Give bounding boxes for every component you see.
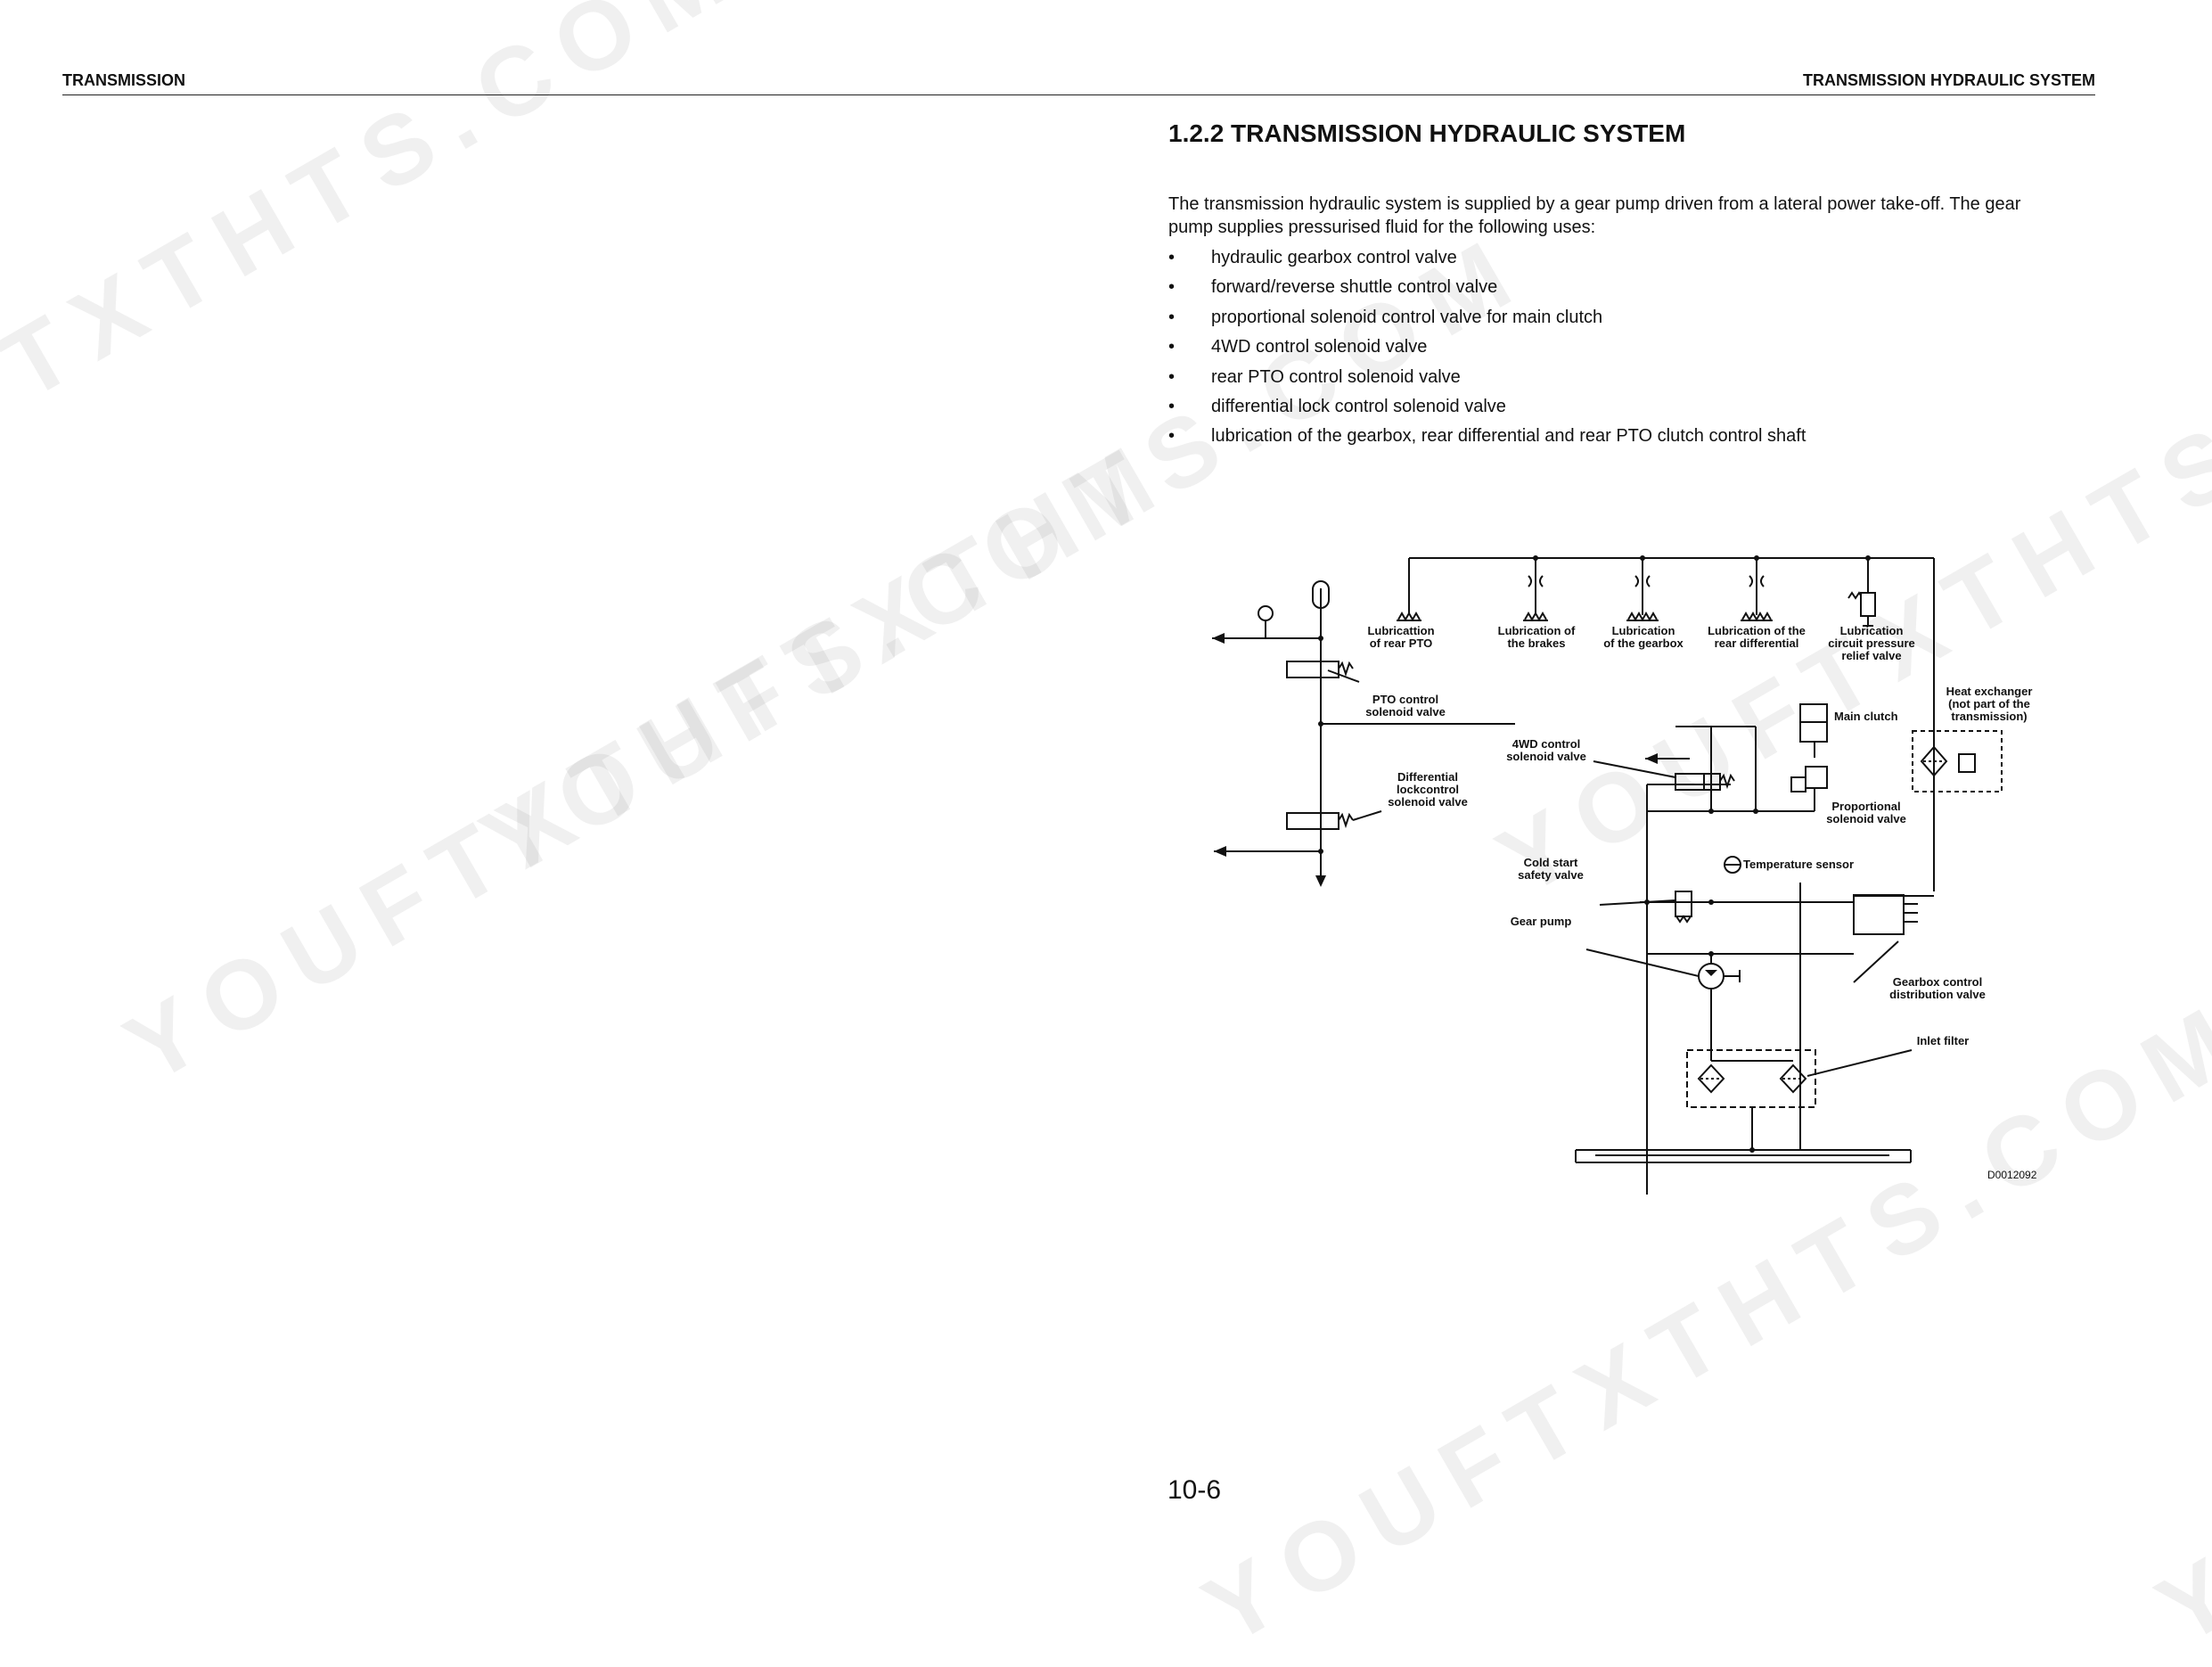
label-temperature-sensor: Temperature sensor	[1743, 858, 1854, 871]
header-divider	[62, 94, 2095, 95]
list-item-text: differential lock control solenoid valve	[1211, 396, 1506, 416]
running-header-left: TRANSMISSION	[62, 71, 186, 89]
bullet-icon: •	[1168, 277, 1176, 298]
bullet-icon: •	[1168, 307, 1176, 327]
list-item: • lubrication of the gearbox, rear differ…	[1168, 423, 1806, 452]
running-header-right: TRANSMISSION HYDRAULIC SYSTEM	[1802, 71, 2095, 89]
bullet-icon: •	[1168, 337, 1176, 357]
bullet-icon: •	[1168, 396, 1176, 416]
diagram-code: D0012092	[1987, 1169, 2037, 1181]
list-item-text: proportional solenoid control valve for …	[1211, 307, 1603, 327]
label-main-clutch: Main clutch	[1834, 710, 1898, 723]
bullet-icon: •	[1168, 248, 1176, 267]
list-item-text: hydraulic gearbox control valve	[1211, 248, 1457, 267]
intro-paragraph: The transmission hydraulic system is sup…	[1168, 194, 2021, 237]
list-item: • differential lock control solenoid valv…	[1168, 393, 1806, 423]
page-number: 10-6	[1167, 1475, 1222, 1505]
watermark: YOUFTXTHTS.COM	[108, 416, 1189, 1104]
list-item-text: rear PTO control solenoid valve	[1211, 366, 1461, 387]
list-item-text: forward/reverse shuttle control valve	[1211, 277, 1498, 298]
list-item: • hydraulic gearbox control valve	[1168, 244, 1806, 274]
label-inlet-filter: Inlet filter	[1917, 1034, 1970, 1047]
list-item: • forward/reverse shuttle control valve	[1168, 274, 1806, 303]
list-item: • proportional solenoid control valve for…	[1168, 304, 1806, 333]
section-title: 1.2.2 TRANSMISSION HYDRAULIC SYSTEM	[1168, 119, 1686, 147]
bullet-icon: •	[1168, 366, 1176, 387]
list-item-text: lubrication of the gearbox, rear differe…	[1211, 426, 1806, 447]
bullet-icon: •	[1168, 426, 1176, 447]
list-item: • 4WD control solenoid valve	[1168, 333, 1806, 363]
list-item: • rear PTO control solenoid valve	[1168, 364, 1806, 393]
uses-list: • hydraulic gearbox control valve • forwar…	[1168, 244, 1806, 453]
watermark: YOUFTXTHTS.COM	[2140, 978, 2212, 1666]
list-item-text: 4WD control solenoid valve	[1211, 337, 1428, 357]
label-gear-pump: Gear pump	[1511, 915, 1572, 928]
